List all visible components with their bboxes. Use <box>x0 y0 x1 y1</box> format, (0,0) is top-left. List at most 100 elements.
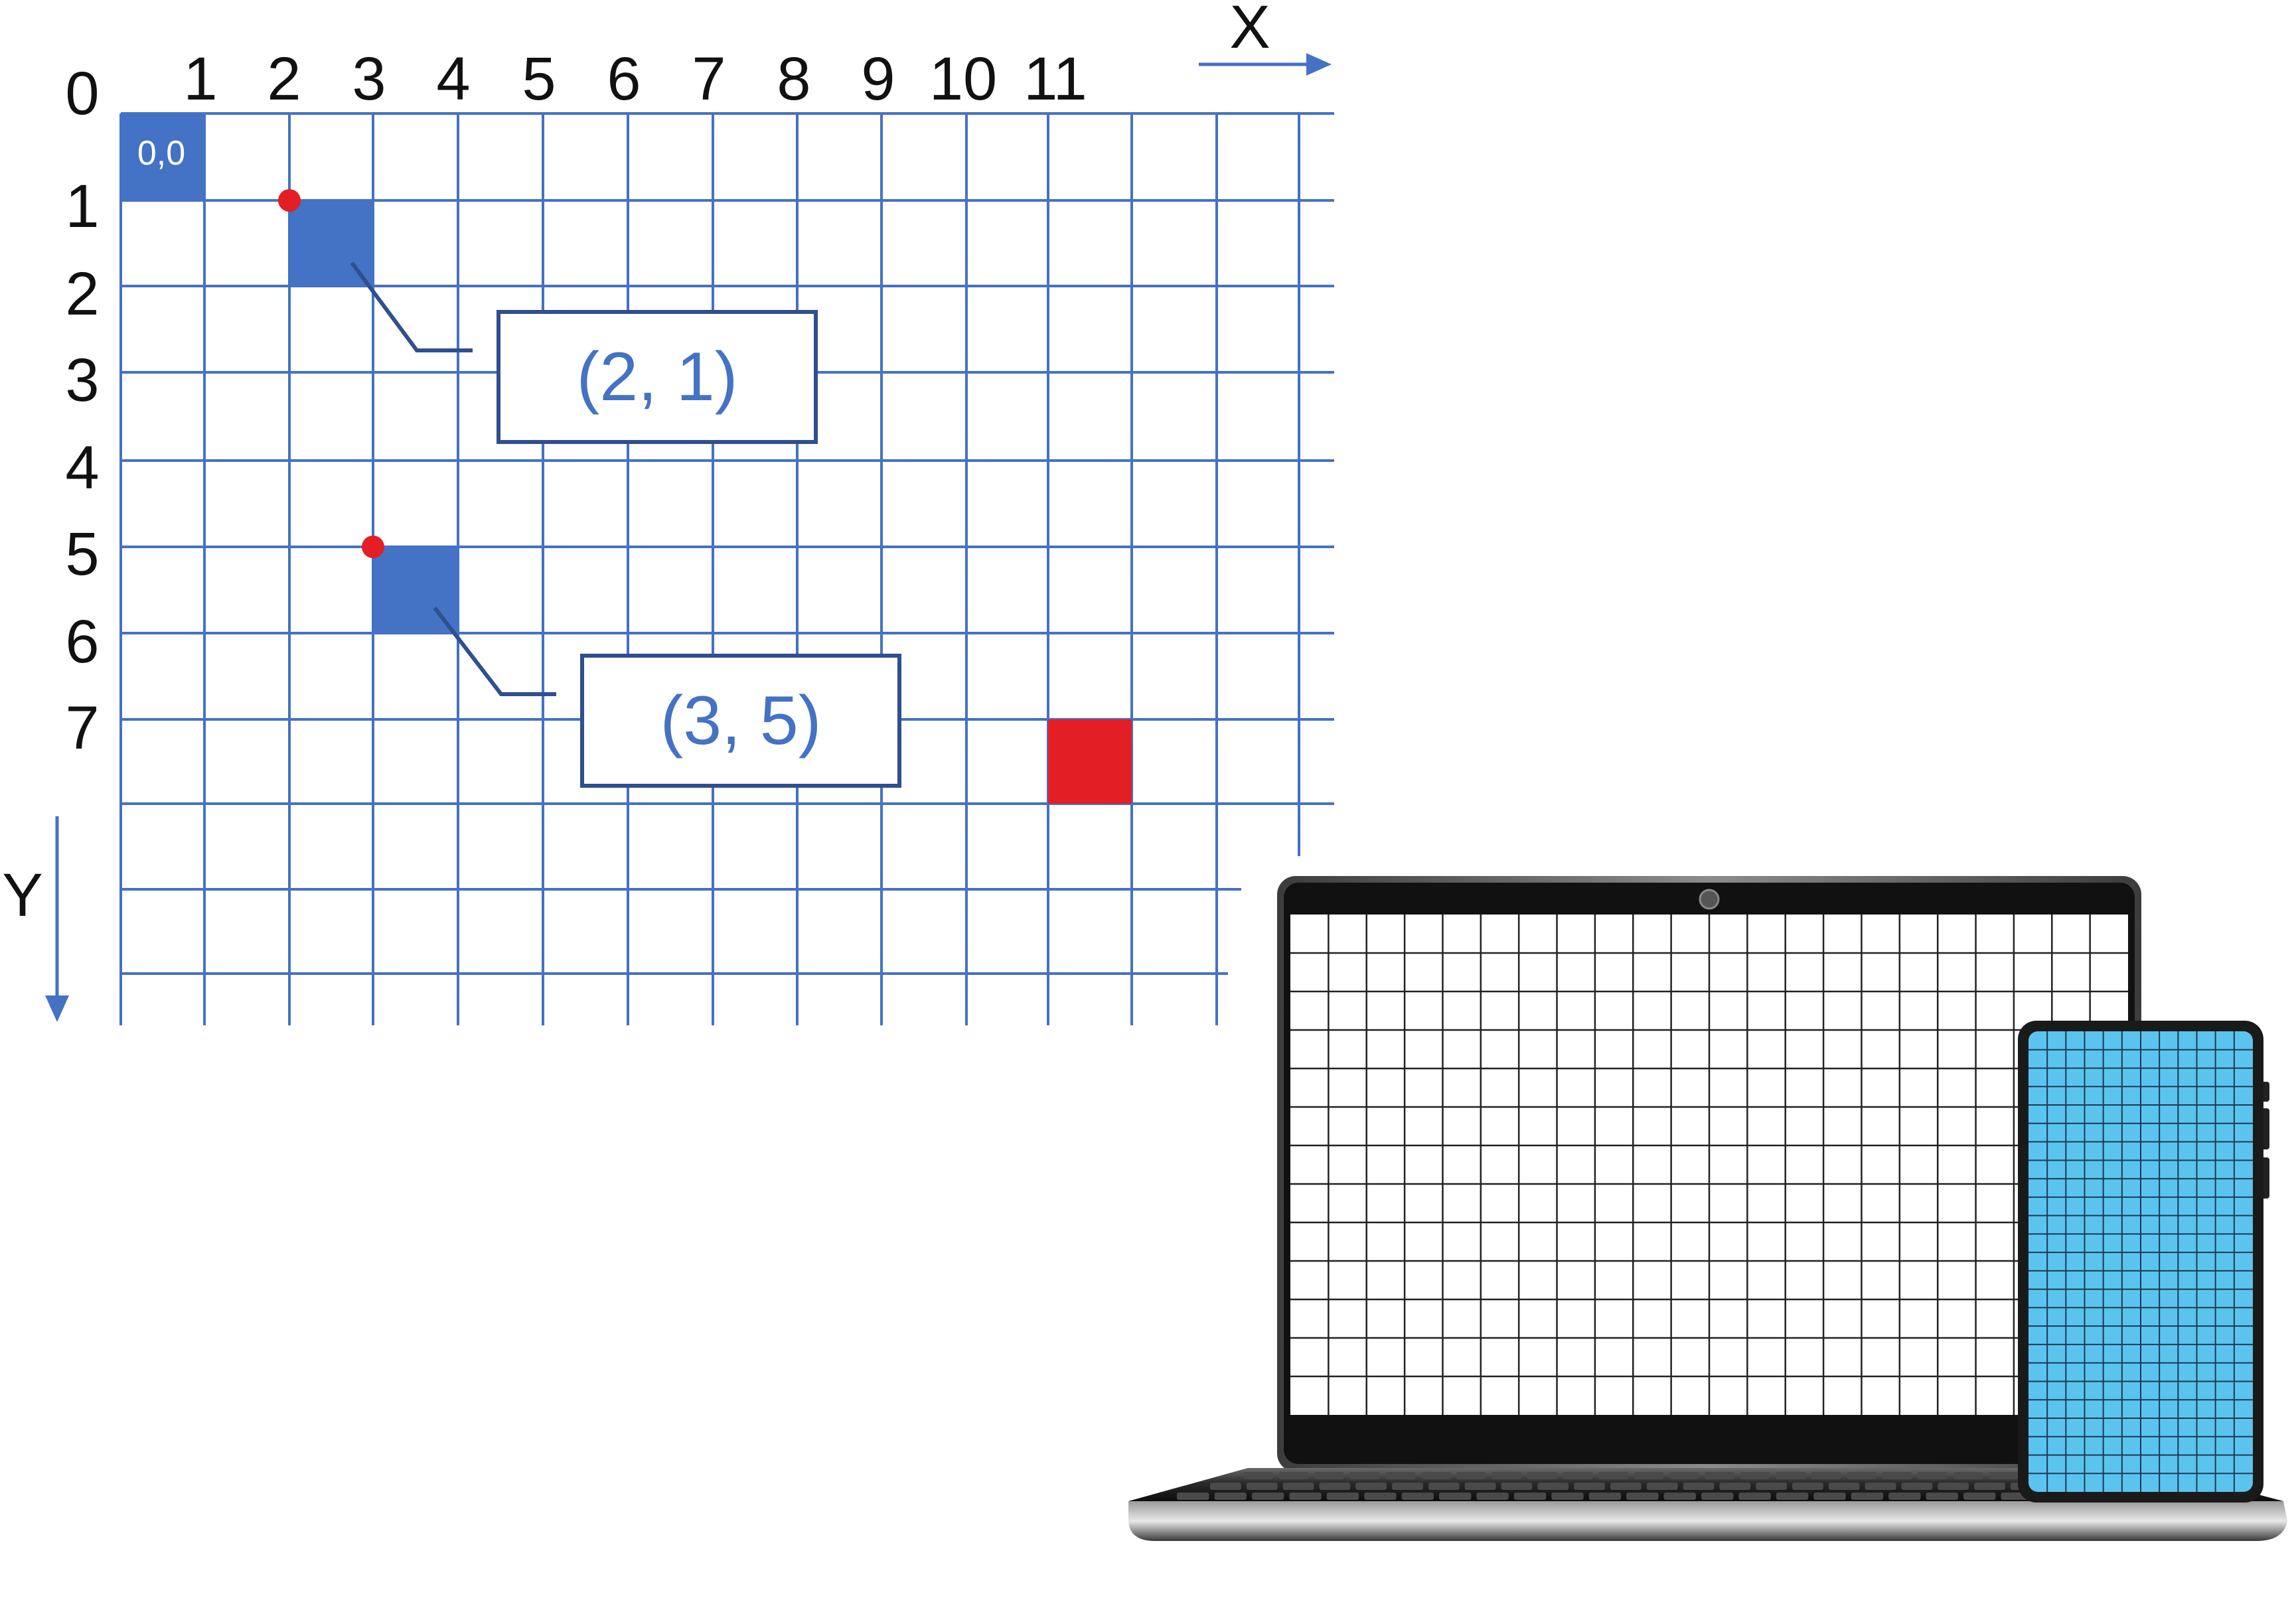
keyboard-key <box>1439 1493 1472 1500</box>
keyboard-key <box>1813 1493 1846 1500</box>
keyboard-key <box>1214 1493 1247 1500</box>
keyboard-key <box>1719 1483 1751 1490</box>
callout-3-5: (3, 5) <box>433 607 901 788</box>
phone-illustration <box>2018 1021 2269 1502</box>
keyboard-key <box>1740 1472 1770 1479</box>
keyboard-key <box>1537 1483 1569 1490</box>
keyboard-key <box>1738 1493 1771 1500</box>
keyboard-key <box>1278 1472 1309 1479</box>
origin-cell <box>121 113 204 200</box>
x-tick-label: 6 <box>607 45 641 113</box>
keyboard-key <box>1598 1472 1629 1479</box>
keyboard-key <box>1501 1483 1533 1490</box>
keyboard-key <box>1364 1493 1397 1500</box>
keyboard-key <box>1464 1483 1496 1490</box>
keyboard-key <box>1476 1493 1509 1500</box>
keyboard-key <box>1811 1472 1841 1479</box>
grid-lines <box>119 112 1334 1025</box>
x-tick-label: 8 <box>777 45 810 113</box>
keyboard-key <box>1574 1483 1605 1490</box>
webcam-icon <box>1699 889 1720 910</box>
keyboard-key <box>1513 1493 1547 1500</box>
coordinate-point <box>362 536 384 558</box>
keyboard-key <box>1901 1483 1933 1490</box>
keyboard-key <box>1974 1483 2005 1490</box>
keyboard-key <box>1792 1483 1823 1490</box>
keyboard-key <box>1828 1483 1860 1490</box>
y-axis-arrow <box>45 816 69 1022</box>
keyboard-key <box>1282 1483 1314 1490</box>
y-tick-label: 5 <box>65 520 99 588</box>
keyboard-key <box>1289 1493 1322 1500</box>
keyboard-key <box>1701 1493 1734 1500</box>
callout-label: (3, 5) <box>660 682 822 759</box>
keyboard-key <box>1349 1472 1380 1479</box>
keyboard-key <box>1851 1493 1884 1500</box>
keyboard-key <box>1428 1483 1460 1490</box>
keyboard-key <box>1251 1493 1284 1500</box>
laptop-screen-grid <box>1290 915 2128 1415</box>
grid-points <box>278 189 384 558</box>
keyboard-key <box>1246 1483 1278 1490</box>
keyboard-key <box>1669 1472 1699 1479</box>
x-tick-label: 10 <box>929 45 997 113</box>
keyboard-key <box>1610 1483 1642 1490</box>
keyboard-key <box>1551 1493 1584 1500</box>
keyboard-key <box>1776 1493 1809 1500</box>
y-tick-label: 6 <box>65 608 99 676</box>
keyboard-key <box>1683 1483 1715 1490</box>
keyboard-key <box>1882 1472 1912 1479</box>
origin-cell-label: 0,0 <box>137 134 185 173</box>
keyboard-key <box>1646 1483 1678 1490</box>
keyboard-key <box>1846 1472 1877 1479</box>
keyboard-key <box>1243 1472 1274 1479</box>
y-tick-label: 4 <box>65 434 99 502</box>
coordinate-point <box>278 189 301 212</box>
keyboard-key <box>1210 1483 1241 1490</box>
x-tick-label: 4 <box>436 45 470 113</box>
keyboard-key <box>1888 1493 1921 1500</box>
keyboard-key <box>1326 1493 1359 1500</box>
keyboard-key <box>1177 1493 1209 1500</box>
y-tick-label: 2 <box>65 260 99 328</box>
x-tick-label: 11 <box>1024 45 1087 113</box>
keyboard-key <box>1963 1493 1996 1500</box>
x-tick-label: 9 <box>861 45 895 113</box>
keyboard-key <box>1392 1483 1423 1490</box>
laptop-base-edge <box>1128 1501 2287 1541</box>
keyboard-key <box>1938 1483 1969 1490</box>
y-axis-tick-labels: 1 2 3 4 5 6 7 <box>65 173 99 762</box>
keyboard-key <box>1663 1493 1696 1500</box>
x-tick-label: 3 <box>352 45 386 113</box>
phone-screen-grid <box>2028 1031 2253 1492</box>
keyboard-key <box>1926 1493 1958 1500</box>
keyboard-key <box>1314 1472 1345 1479</box>
x-tick-label: 7 <box>692 45 726 113</box>
x-axis-tick-labels: 1 2 3 4 5 6 7 8 9 10 11 <box>183 45 1087 113</box>
keyboard-key <box>1355 1483 1387 1490</box>
laptop-illustration <box>1128 876 2287 1541</box>
keyboard-key <box>1775 1472 1806 1479</box>
keyboard-key <box>1988 1472 2019 1479</box>
keyboard-key <box>1705 1472 1735 1479</box>
callout-label: (2, 1) <box>577 338 738 415</box>
keyboard-key <box>1634 1472 1664 1479</box>
x-axis-label: X <box>1229 0 1270 61</box>
keyboard-key <box>1953 1472 1983 1479</box>
keyboard-key <box>1319 1483 1351 1490</box>
origin-tick-label: 0 <box>65 60 99 127</box>
keyboard-key <box>1385 1472 1416 1479</box>
keyboard-key <box>1756 1483 1788 1490</box>
grid-cells <box>121 113 1132 804</box>
x-tick-label: 5 <box>522 45 556 113</box>
y-tick-label: 1 <box>65 173 99 240</box>
keyboard-key <box>1420 1472 1451 1479</box>
coordinate-grid <box>119 112 1334 1025</box>
keyboard-key <box>1563 1472 1593 1479</box>
keyboard-key <box>1588 1493 1622 1500</box>
highlighted-cell <box>1048 719 1132 804</box>
keyboard-key <box>1401 1493 1434 1500</box>
keyboard-key <box>1626 1493 1659 1500</box>
y-tick-label: 7 <box>65 694 99 762</box>
